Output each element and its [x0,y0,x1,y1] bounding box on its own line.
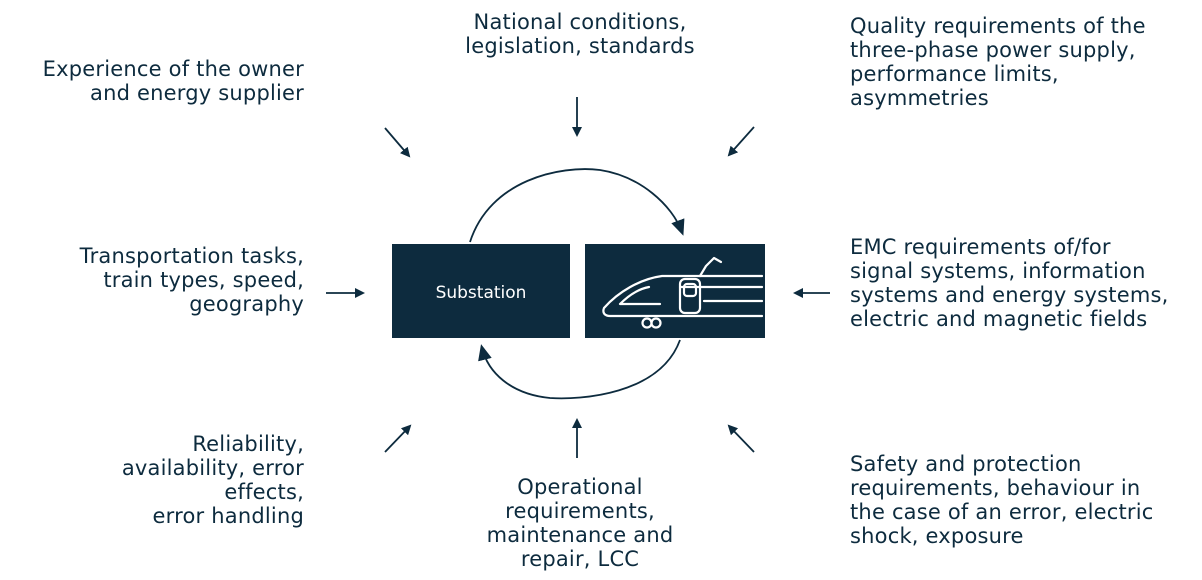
label-reliability: Reliability, availability, error effects… [121,432,304,528]
label-transportation-tasks: Transportation tasks, train types, speed… [79,244,304,316]
arrow-bottom-left [384,424,412,453]
substation-box [392,244,570,338]
label-emc-requirements: EMC requirements of/for signal systems, … [850,235,1169,331]
label-quality-requirements: Quality requirements of the three-phase … [850,14,1146,110]
train-icon [602,256,764,329]
label-operational-requirements: Operational requirements, maintenance an… [486,475,674,571]
label-safety-protection: Safety and protection requirements, beha… [850,452,1154,548]
arrow-top-right [727,126,755,157]
label-experience-owner: Experience of the owner and energy suppl… [42,57,304,105]
arrow-top-left [384,127,411,158]
arrow-bottom-right [727,424,755,453]
cycle-arrow-bottom [478,339,681,400]
substation-label: Substation [435,283,527,303]
cycle-arrow-top [469,168,685,243]
train-box [585,244,765,338]
label-national-conditions: National conditions, legislation, standa… [465,10,695,58]
